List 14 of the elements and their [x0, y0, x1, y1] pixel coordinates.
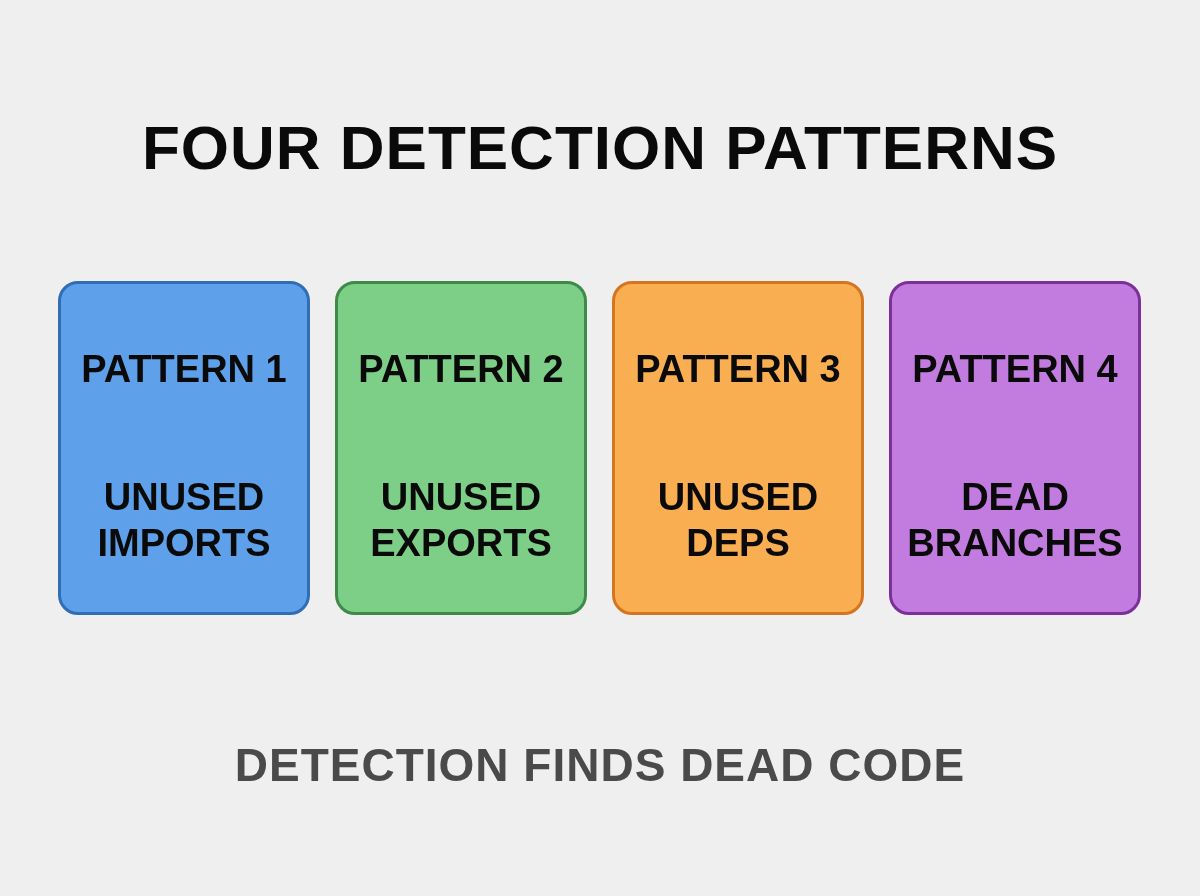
card-heading: PATTERN 2: [358, 348, 564, 390]
pattern-card: [612, 281, 864, 615]
card-text: DEAD BRANCHES: [906, 475, 1124, 566]
card-text: UNUSED EXPORTS: [369, 475, 553, 566]
card-heading: PATTERN 1: [81, 348, 287, 390]
card-text: UNUSED DEPS: [656, 475, 820, 566]
pattern-card: [889, 281, 1141, 615]
pattern-card: [58, 281, 310, 615]
card-heading: PATTERN 4: [912, 348, 1118, 390]
diagram-caption: DETECTION FINDS DEAD CODE: [234, 739, 966, 791]
diagram-title: FOUR DETECTION PATTERNS: [141, 113, 1059, 182]
card-text: UNUSED IMPORTS: [96, 475, 272, 566]
card-heading: PATTERN 3: [635, 348, 841, 390]
pattern-card: [335, 281, 587, 615]
